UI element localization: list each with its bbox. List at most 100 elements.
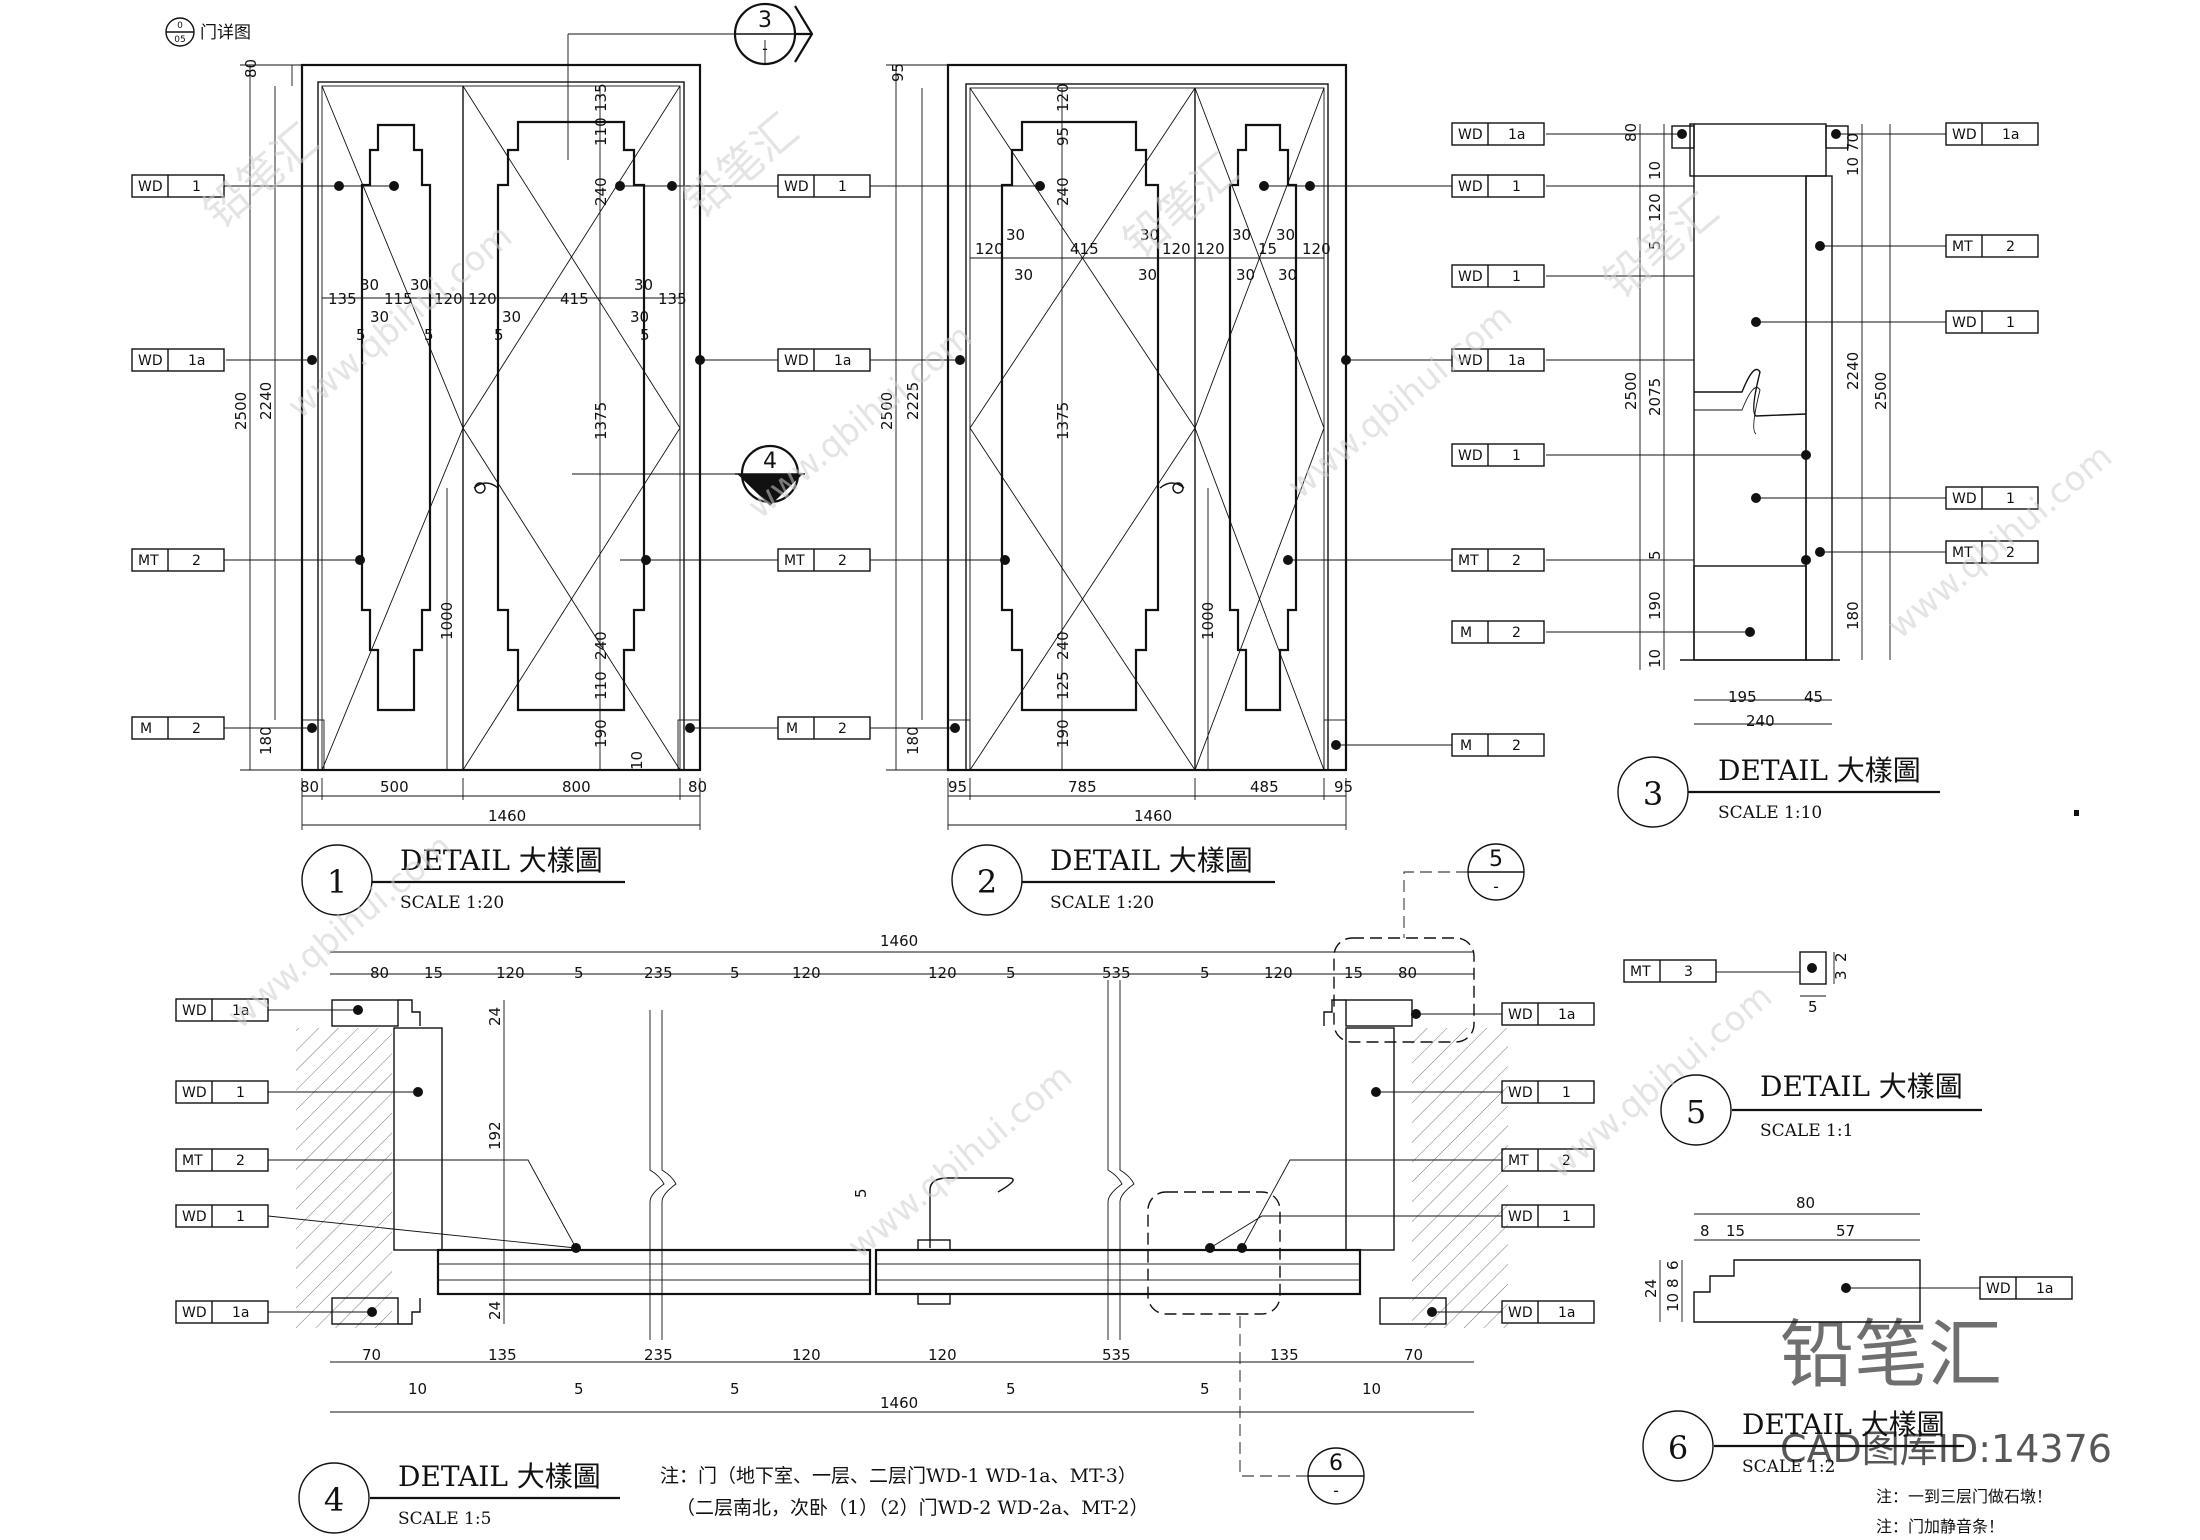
dim-label: 110	[592, 671, 610, 700]
dim-label: 5	[574, 1380, 584, 1398]
dim-label: 235	[644, 1346, 673, 1364]
dim-label: 30	[360, 276, 379, 294]
dim-label: 30	[410, 276, 429, 294]
dim-label: 10	[1646, 161, 1664, 180]
dim-label: 80	[242, 59, 260, 78]
svg-text:WD: WD	[1458, 448, 1483, 464]
dim-label: 485	[1250, 778, 1279, 796]
dim-label: 30	[502, 308, 521, 326]
callout-3: 3 -	[567, 2, 814, 160]
dim-label: 30	[1140, 226, 1159, 244]
watermark-url: www.qbihui.com	[1880, 436, 2120, 646]
dim-label: 95	[948, 778, 967, 796]
dim-label: 2500	[232, 392, 250, 430]
dim-label: 80	[688, 778, 707, 796]
svg-text:1a: 1a	[2002, 127, 2020, 143]
dim-label: 180	[1844, 601, 1862, 630]
dim-label: 2500	[1622, 372, 1640, 410]
svg-text:2: 2	[1512, 738, 1521, 754]
dim-label: 30	[1138, 266, 1157, 284]
dim-label: 80	[1796, 1194, 1815, 1212]
detail-scale: SCALE 1:20	[1050, 893, 1154, 913]
dim-label: 195	[1728, 688, 1757, 706]
dim-label: 30	[630, 308, 649, 326]
dim-label: 1460	[488, 807, 526, 825]
dim-label: 135	[592, 83, 610, 112]
dim-label: 535	[1102, 1346, 1131, 1364]
detail-number: 4	[324, 1481, 344, 1519]
svg-text:1a: 1a	[834, 353, 852, 369]
svg-text:2: 2	[1512, 553, 1521, 569]
dim-label: 80	[1398, 964, 1417, 982]
dim-label: 95	[889, 63, 907, 82]
svg-text:M: M	[786, 721, 798, 737]
detail-title-2: 2 DETAIL 大樣圖 SCALE 1:20	[951, 844, 1275, 916]
dim-label: 10	[1664, 1293, 1682, 1312]
dim-label: 120	[928, 964, 957, 982]
detail-title: DETAIL 大樣圖	[398, 1460, 601, 1493]
dim-label: 30	[370, 308, 389, 326]
dim-label: 135	[488, 1346, 517, 1364]
callout-number: 5	[1489, 847, 1503, 872]
svg-text:WD: WD	[1458, 127, 1483, 143]
dim-label: 190	[1054, 719, 1072, 748]
dim-label: 240	[592, 631, 610, 660]
dim-label: 535	[1102, 964, 1131, 982]
detail-title: DETAIL 大樣圖	[400, 844, 603, 877]
dim-label: 120	[434, 290, 463, 308]
note-line: 注：一到三层门做石墩！	[1876, 1487, 2052, 1506]
svg-text:1: 1	[236, 1209, 245, 1225]
dim-label: 5	[574, 964, 584, 982]
dim-label: 120	[496, 964, 525, 982]
dim-label: 120	[468, 290, 497, 308]
svg-text:1: 1	[1512, 448, 1521, 464]
dim-label: 785	[1068, 778, 1097, 796]
detail-title-4: 4 DETAIL 大樣圖 SCALE 1:5	[298, 1460, 620, 1534]
watermark-id: CAD图库ID:14376	[1780, 1427, 2112, 1471]
sheet-ref-bottom: 05	[174, 35, 185, 45]
dim-label: 24	[486, 1007, 504, 1026]
dim-label: 2500	[1872, 372, 1890, 410]
watermark-url: www.qbihui.com	[840, 1056, 1080, 1266]
dim-label: 192	[486, 1121, 504, 1150]
dim-label: 5	[1808, 998, 1818, 1016]
dim-label: 240	[1054, 177, 1072, 206]
dim-label: 120	[1196, 240, 1225, 258]
svg-text:2: 2	[2006, 545, 2015, 561]
dim-label: 5	[852, 1188, 870, 1198]
svg-text:1a: 1a	[188, 353, 206, 369]
dim-label: 180	[257, 726, 275, 755]
dim-label: 240	[1054, 631, 1072, 660]
dim-label: 115	[384, 290, 413, 308]
watermark-brand-large: 铅笔汇	[1780, 1312, 2002, 1398]
dim-label: 120	[1302, 240, 1331, 258]
detail-number: 2	[977, 863, 997, 901]
detail-4-plan-section: 1460 80 15 120 5 235 5 120 120 5 535 5 1…	[267, 932, 1508, 1413]
callout-number: 6	[1329, 1451, 1343, 1476]
dim-label: 120	[1264, 964, 1293, 982]
svg-text:1: 1	[1562, 1085, 1571, 1101]
svg-text:1: 1	[838, 179, 847, 195]
dim-label: 10	[1362, 1380, 1381, 1398]
dim-label: 30	[634, 276, 653, 294]
dim-label: 135	[1270, 1346, 1299, 1364]
svg-text:2: 2	[2006, 239, 2015, 255]
dim-label: 190	[1646, 591, 1664, 620]
svg-text:2: 2	[1512, 625, 1521, 641]
svg-text:WD: WD	[138, 179, 163, 195]
svg-text:WD: WD	[138, 353, 163, 369]
callout-sheet: -	[1493, 877, 1499, 896]
